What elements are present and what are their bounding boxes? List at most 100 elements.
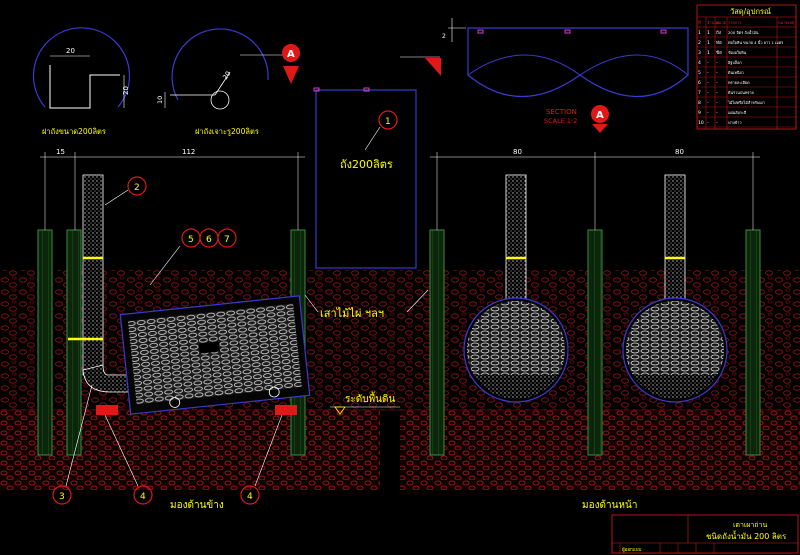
callout-7: 7 (224, 235, 230, 245)
dim-80-a: 80 (513, 148, 522, 156)
materials-cell: 1 (707, 40, 710, 46)
materials-cell: - (707, 71, 709, 76)
materials-cell: - (716, 61, 718, 66)
title-line-2: ชนิดถังน้ำมัน 200 ลิตร (706, 530, 787, 541)
dim-15: 15 (56, 148, 65, 156)
dim-side-label: 20 (122, 86, 130, 95)
section-letter-2: A (596, 110, 604, 121)
dim-side-label-r: 10 (156, 96, 164, 104)
lid-detail-right: 10 20 ฝาถังเจาะรู200ลิตร (156, 28, 269, 136)
materials-cell: ข้อ (716, 50, 722, 56)
materials-cell: 7 (698, 90, 701, 96)
dim-small-label: 2 (442, 33, 446, 40)
materials-cell: - (716, 91, 718, 96)
materials-cell: ข้องอใยหิน (728, 50, 747, 55)
materials-row: 8 - - ไม้ไผ่หรือไม้สำหรับเผา (698, 100, 765, 106)
brick-block-left (96, 405, 118, 415)
dim-slant-label: 20 (221, 70, 232, 81)
materials-header-cell: จำนวน (707, 20, 720, 25)
title-line-1: เตาเผาถ่าน (733, 521, 767, 529)
materials-cell: ไม้ไผ่หรือไม้สำหรับเผา (727, 100, 765, 105)
callout-4a: 4 (140, 492, 146, 502)
materials-cell: 6 (698, 80, 701, 86)
brick-block-right (275, 405, 297, 415)
callout-1: 1 (385, 117, 391, 127)
materials-cell: ท่อใยหิน ขนาด 4 นิ้ว ยาว 1 เมตร (728, 39, 783, 45)
materials-cell: แผ่นสังกะสี (728, 110, 747, 115)
callout-4b: 4 (247, 492, 253, 502)
materials-cell: 5 (698, 70, 701, 76)
materials-header-cell: หมายเหตุ (778, 20, 795, 26)
materials-cell: - (707, 81, 709, 86)
callout-5: 5 (188, 235, 194, 245)
materials-cell: 1 (698, 30, 701, 36)
materials-cell: 1 (707, 30, 710, 36)
materials-cell: - (716, 101, 718, 106)
title-block: เตาเผาถ่าน ชนิดถังน้ำมัน 200 ลิตร ผู้ออก… (611, 514, 799, 554)
materials-title: วัสดุ/อุปกรณ์ (730, 7, 771, 16)
section-caption-2: SCALE 1:2 (544, 117, 577, 125)
materials-cell: ดินร่วนปนทราย (727, 90, 753, 95)
materials-cell: - (716, 71, 718, 76)
dim-112: 112 (182, 148, 195, 156)
front-view: 80 80 มองด้านหน้า (429, 148, 761, 511)
dim-80-b: 80 (675, 148, 684, 156)
section-caption-1: SECTION (546, 108, 577, 116)
materials-cell: 10 (698, 120, 704, 126)
materials-cell: ถัง (716, 30, 721, 36)
bamboo-post-label: เสาไม้ไผ่ ฯลฯ (320, 307, 384, 320)
materials-cell: - (707, 91, 709, 96)
materials-cell: - (707, 101, 709, 106)
section-marker-a-right-triangle (400, 56, 441, 76)
materials-cell: 4 (698, 60, 701, 66)
materials-row: 5 - - ดินเหนียว (698, 70, 744, 76)
lid-left-caption: ฝาถังขนาด200ลิตร (42, 127, 106, 136)
materials-cell: ทรายละเอียด (728, 80, 750, 85)
materials-cell: 9 (698, 110, 701, 116)
materials-cell: ท่อ (716, 40, 722, 46)
drum-label: ถัง200ลิตร (340, 158, 393, 171)
center-annotations: เสาไม้ไผ่ ฯลฯ ระดับพื้นดิน (304, 289, 429, 415)
view-front-label: มองด้านหน้า (582, 499, 637, 511)
materials-cell: 200 ลิตร ถังน้ำมัน (728, 29, 759, 35)
drum-section-view: 2 SECTION SCALE 1:2 A (442, 18, 689, 133)
dim-top-label: 20 (66, 47, 75, 55)
materials-cell: - (707, 111, 709, 116)
drum-elevation: ถัง200ลิตร 1 (313, 87, 417, 269)
materials-row: 7 - - ดินร่วนปนทราย (698, 90, 754, 96)
materials-row: 6 - - ทรายละเอียด (698, 80, 750, 86)
materials-table: วัสดุ/อุปกรณ์ ที่ จำนวนหน่วยรายการ หมายเหต… (696, 4, 797, 130)
materials-cell: อิฐบล็อก (727, 59, 741, 65)
materials-cell: - (716, 111, 718, 116)
materials-header-cell: หน่วย (716, 20, 726, 25)
materials-cell: - (716, 121, 718, 126)
materials-cell: ฟางข้าว (728, 120, 742, 125)
materials-cell: 8 (698, 100, 701, 106)
lid-right-caption: ฝาถังเจาะรู200ลิตร (195, 127, 259, 136)
materials-cell: 1 (707, 50, 710, 56)
materials-cell: 2 (698, 40, 701, 46)
materials-cell: - (707, 61, 709, 66)
callout-3: 3 (59, 492, 65, 502)
callout-6: 6 (206, 235, 212, 245)
materials-cell: ดินเหนียว (727, 70, 743, 75)
view-side-label: มองด้านข้าง (170, 499, 224, 511)
materials-row: 10--ฟางข้าว (698, 120, 742, 126)
materials-row: 9 - - แผ่นสังกะสี (698, 110, 747, 116)
callout-2: 2 (134, 183, 140, 193)
materials-header-cell: ที่ (698, 20, 701, 25)
lid-detail-left: 20 20 ฝาถังขนาด200ลิตร (32, 27, 131, 136)
materials-header-cell: รายการ (728, 20, 742, 25)
ground-level-label: ระดับพื้นดิน (345, 391, 396, 405)
title-footer-cell: ผู้ออกแบบ (622, 547, 642, 553)
materials-cell: - (716, 81, 718, 86)
materials-row: 4 - - อิฐบล็อก (698, 59, 742, 66)
side-view: 15 112 2 5 6 7 3 4 4 มองด้านข้าง (37, 148, 311, 511)
section-marker-a-left: A (240, 44, 300, 84)
materials-cell: 3 (698, 50, 701, 56)
materials-cell: - (707, 121, 709, 126)
